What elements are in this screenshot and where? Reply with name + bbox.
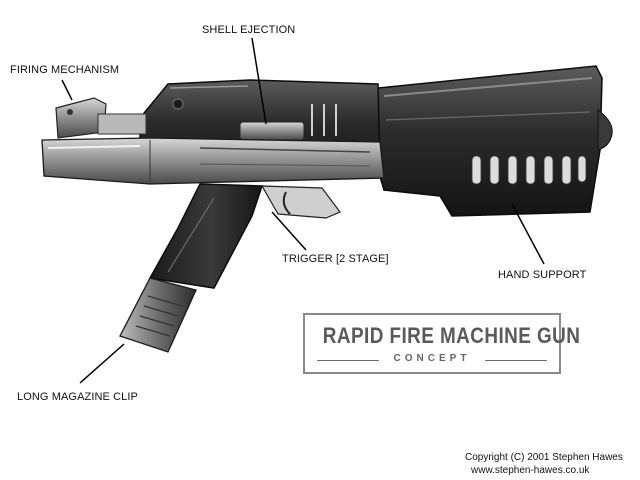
title-text: RAPID FIRE MACHINE GUN xyxy=(322,323,581,348)
shell-ejection-port xyxy=(239,121,305,141)
subtitle-row: CONCEPT xyxy=(317,353,547,366)
copyright-notice: Copyright (C) 2001 Stephen Hawes xyxy=(465,452,623,463)
callout-firing-mechanism: FIRING MECHANISM xyxy=(10,64,120,76)
long-magazine-clip xyxy=(119,277,197,353)
title-box: RAPID FIRE MACHINE GUN CONCEPT xyxy=(303,313,581,374)
pistol-grip xyxy=(148,183,264,289)
subtitle-rule-right xyxy=(485,360,547,361)
callout-shell-ejection: SHELL EJECTION xyxy=(202,24,296,36)
callout-hand-support: HAND SUPPORT xyxy=(498,269,587,281)
hand-support-ribs xyxy=(471,155,587,185)
lower-barrel xyxy=(41,137,385,185)
trigger xyxy=(282,191,291,215)
subtitle-rule-left xyxy=(317,360,379,361)
website-link[interactable]: www.stephen-hawes.co.uk xyxy=(471,465,590,476)
callout-long-magazine-clip: LONG MAGAZINE CLIP xyxy=(17,391,138,403)
gun-stock xyxy=(371,65,603,217)
callout-leader-lines xyxy=(61,37,545,384)
callout-trigger: TRIGGER [2 STAGE] xyxy=(282,253,389,265)
subtitle-text: CONCEPT xyxy=(393,353,471,364)
trigger-guard xyxy=(260,185,341,219)
